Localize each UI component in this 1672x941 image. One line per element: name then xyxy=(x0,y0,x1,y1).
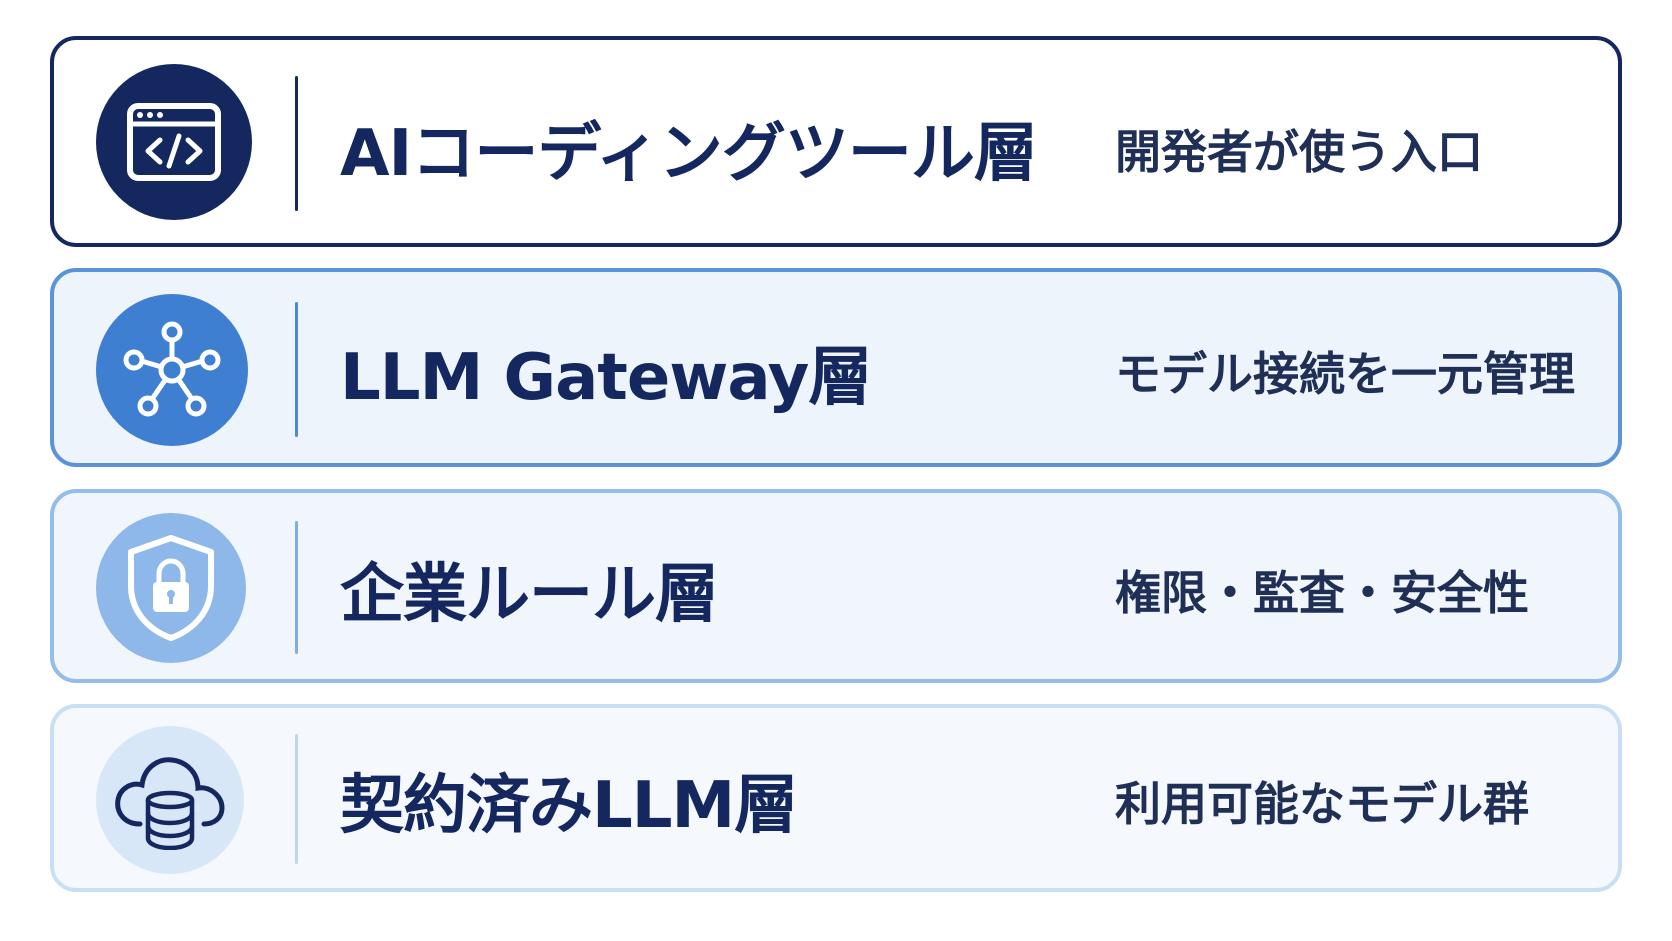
layer-card-contracted-llm: 契約済みLLM層 利用可能なモデル群 xyxy=(50,704,1622,892)
code-window-icon xyxy=(96,64,252,220)
layer-card-llm-gateway: LLM Gateway層 モデル接続を一元管理 xyxy=(50,268,1622,467)
layer-description: モデル接続を一元管理 xyxy=(1115,347,1575,401)
layer-title: 企業ルール層 xyxy=(340,558,719,632)
layer-card-ai-coding-tools: AIコーディングツール層 開発者が使う入口 xyxy=(50,36,1622,247)
layer-description: 権限・監査・安全性 xyxy=(1115,566,1529,620)
divider xyxy=(295,734,298,864)
layer-description: 利用可能なモデル群 xyxy=(1115,777,1529,831)
layer-description: 開発者が使う入口 xyxy=(1115,125,1483,179)
layer-title: 契約済みLLM層 xyxy=(340,769,798,843)
divider xyxy=(295,302,298,437)
layer-card-enterprise-rules: 企業ルール層 権限・監査・安全性 xyxy=(50,489,1622,683)
divider xyxy=(295,76,298,211)
shield-lock-icon xyxy=(96,513,246,663)
layer-title: LLM Gateway層 xyxy=(340,341,872,415)
cloud-database-icon xyxy=(96,726,244,874)
network-hub-icon xyxy=(96,294,248,446)
layer-title: AIコーディングツール層 xyxy=(340,117,1038,191)
divider xyxy=(295,521,298,654)
